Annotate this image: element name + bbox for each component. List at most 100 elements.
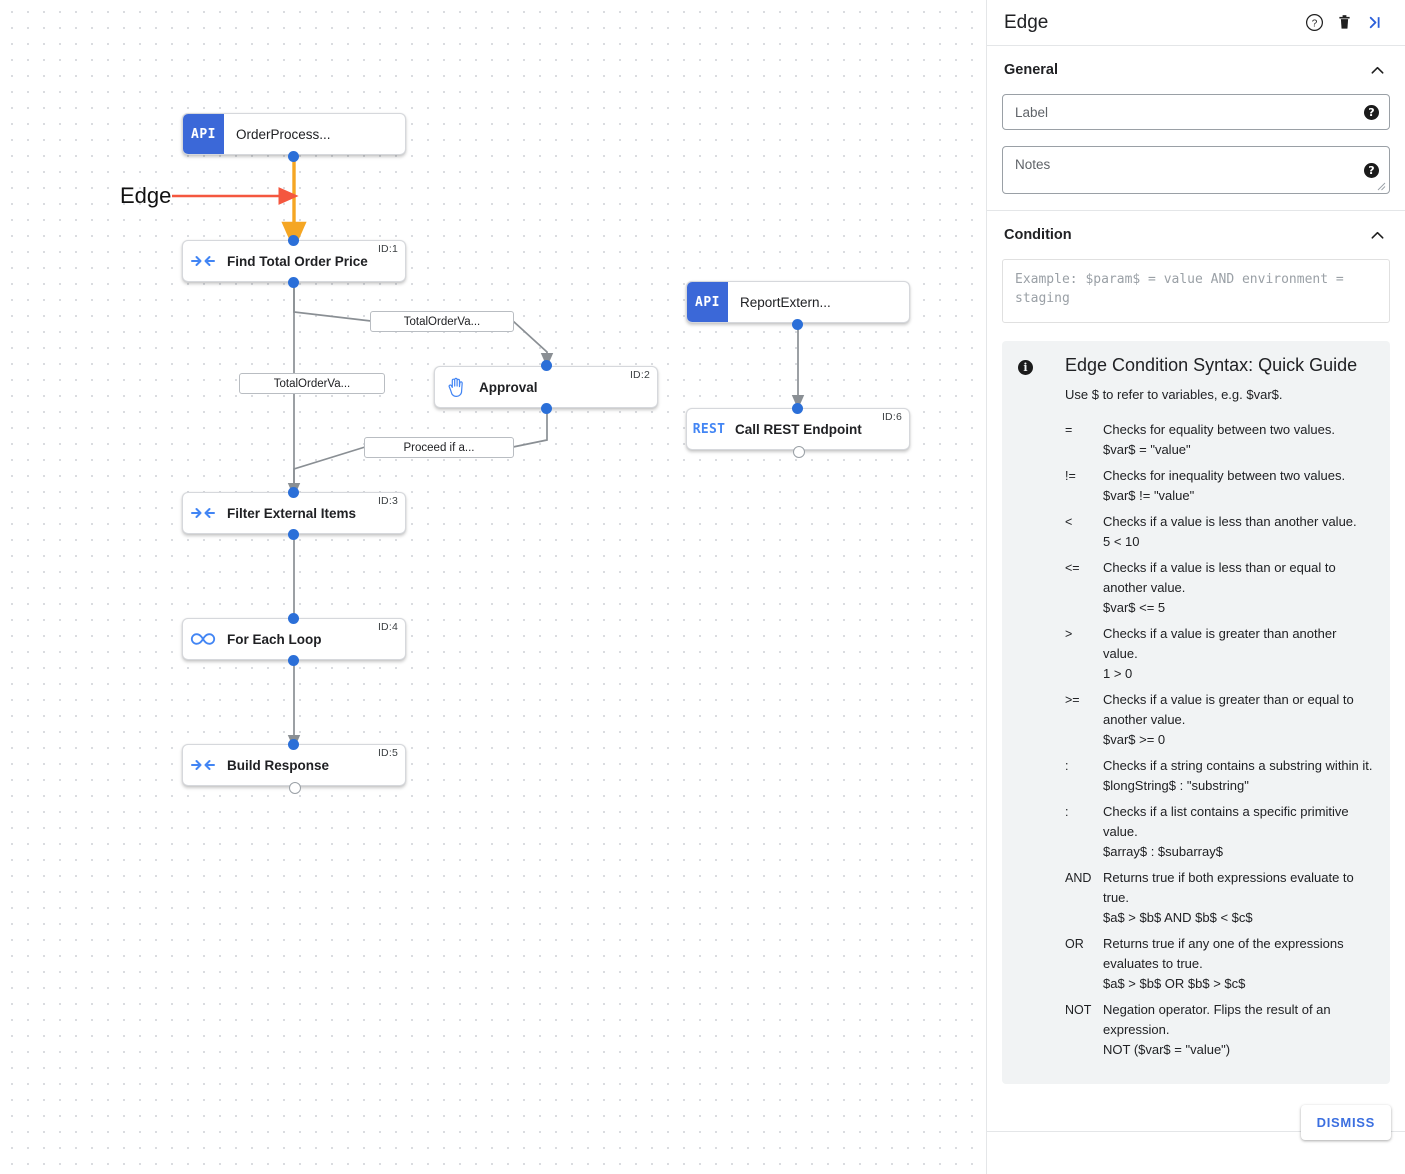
node-reportextern[interactable]: API ReportExtern... — [686, 281, 910, 323]
edge-2-to-3-a — [512, 409, 548, 448]
edge-1-to-2-a — [293, 285, 372, 322]
collapse-panel-icon[interactable] — [1359, 8, 1389, 38]
port-in-5[interactable] — [288, 739, 299, 750]
port-out-orderprocess[interactable] — [288, 151, 299, 162]
port-in-2[interactable] — [541, 360, 552, 371]
info-icon: i — [1018, 360, 1033, 375]
port-in-1[interactable] — [288, 235, 299, 246]
general-section-header[interactable]: General — [1002, 46, 1390, 94]
dismiss-button[interactable]: DISMISS — [1300, 1105, 1391, 1140]
operator-example: NOT ($var$ = "value") — [1103, 1042, 1231, 1057]
condition-input[interactable]: Example: $param$ = value AND environment… — [1002, 259, 1390, 323]
node-id-badge: ID:4 — [377, 621, 398, 633]
notes-help-icon[interactable]: ? — [1364, 163, 1379, 178]
operator-symbol: <= — [1065, 561, 1080, 575]
operator-row: =Checks for equality between two values.… — [1065, 420, 1374, 460]
api-chip-icon: API — [183, 114, 224, 154]
chevron-up-icon[interactable] — [1366, 224, 1388, 246]
node-id-badge: ID:2 — [629, 369, 650, 381]
general-section: General Label ? Notes ? — [987, 46, 1405, 194]
delete-icon[interactable] — [1329, 8, 1359, 38]
node-find-total-order-price[interactable]: Find Total Order Price ID:1 — [182, 240, 406, 282]
label-field-placeholder: Label — [1015, 104, 1049, 120]
label-help-icon[interactable]: ? — [1364, 105, 1379, 120]
node-orderprocess[interactable]: API OrderProcess... — [182, 113, 406, 155]
guide-title: Edge Condition Syntax: Quick Guide — [1065, 355, 1358, 375]
edge-properties-panel: Edge ? — [986, 0, 1405, 1174]
port-out-6[interactable] — [793, 446, 805, 458]
operator-description: Returns true if both expressions evaluat… — [1103, 868, 1374, 928]
operator-description: Checks for inequality between two values… — [1103, 466, 1374, 506]
operator-description: Checks if a string contains a substring … — [1103, 756, 1374, 796]
node-build-response[interactable]: Build Response ID:5 — [182, 744, 406, 786]
edge-label-proceed-if[interactable]: Proceed if a... — [364, 437, 514, 458]
operator-example: $var$ != "value" — [1103, 488, 1195, 503]
edge-label-to-approval[interactable]: TotalOrderVa... — [370, 311, 514, 332]
panel-footer: DISMISS — [987, 1105, 1405, 1174]
operator-symbol: != — [1065, 469, 1076, 483]
label-field[interactable]: Label ? — [1002, 94, 1390, 130]
infinity-icon — [183, 631, 223, 647]
operator-example: $array$ : $subarray$ — [1103, 844, 1223, 859]
merge-arrows-icon — [183, 253, 223, 269]
operator-example: 1 > 0 — [1103, 666, 1133, 681]
node-call-rest-endpoint[interactable]: REST Call REST Endpoint ID:6 — [686, 408, 910, 450]
operator-row: AND Returns true if both expressions eval… — [1065, 868, 1374, 928]
rest-chip-icon: REST — [692, 421, 726, 437]
operator-symbol: OR — [1065, 937, 1084, 951]
operator-row: <Checks if a value is less than another … — [1065, 512, 1374, 552]
port-in-3[interactable] — [288, 487, 299, 498]
help-icon[interactable]: ? — [1299, 8, 1329, 38]
api-chip-icon: API — [687, 282, 728, 322]
operator-row: :Checks if a list contains a specific pr… — [1065, 802, 1374, 862]
operator-list: =Checks for equality between two values.… — [1065, 420, 1374, 1060]
chevron-up-icon[interactable] — [1366, 59, 1388, 81]
merge-arrows-icon — [183, 505, 223, 521]
port-out-3[interactable] — [288, 529, 299, 540]
port-out-4[interactable] — [288, 655, 299, 666]
node-label: Find Total Order Price — [227, 253, 368, 269]
operator-symbol: : — [1065, 805, 1069, 819]
notes-field[interactable]: Notes ? — [1002, 146, 1390, 194]
guide-subtitle: Use $ to refer to variables, e.g. $var$. — [1065, 387, 1283, 402]
node-id-badge: ID:6 — [881, 411, 902, 423]
notes-resize-handle[interactable] — [1377, 182, 1387, 192]
port-in-4[interactable] — [288, 613, 299, 624]
edge-2-to-3-b — [293, 446, 366, 487]
node-label: For Each Loop — [227, 631, 322, 647]
operator-symbol: NOT — [1065, 1003, 1092, 1017]
port-out-2[interactable] — [541, 403, 552, 414]
node-for-each-loop[interactable]: For Each Loop ID:4 — [182, 618, 406, 660]
merge-arrows-icon — [183, 757, 223, 773]
svg-text:?: ? — [1311, 18, 1317, 29]
node-label: ReportExtern... — [740, 294, 831, 310]
node-label: Call REST Endpoint — [735, 421, 862, 437]
port-out-5[interactable] — [289, 782, 301, 794]
operator-example: $var$ <= 5 — [1103, 600, 1166, 615]
edge-label-to-filter[interactable]: TotalOrderVa... — [239, 373, 385, 394]
hand-icon — [435, 377, 475, 398]
operator-row: :Checks if a string contains a substring… — [1065, 756, 1374, 796]
node-filter-external-items[interactable]: Filter External Items ID:3 — [182, 492, 406, 534]
guide-icon-column: i — [1018, 355, 1065, 1066]
operator-row: >Checks if a value is greater than anoth… — [1065, 624, 1374, 684]
port-out-reportextern[interactable] — [792, 319, 803, 330]
operator-description: Negation operator. Flips the result of a… — [1103, 1000, 1374, 1060]
operator-symbol: AND — [1065, 871, 1092, 885]
port-out-1[interactable] — [288, 277, 299, 288]
edge-condition-quick-guide: i Edge Condition Syntax: Quick Guide Use… — [1002, 341, 1390, 1084]
operator-example: 5 < 10 — [1103, 534, 1140, 549]
panel-content: General Label ? Notes ? — [987, 46, 1405, 1131]
workflow-canvas[interactable]: Edge API OrderProcess... Find Total Orde… — [0, 0, 986, 1174]
operator-symbol: > — [1065, 627, 1073, 641]
edge-annotation-label: Edge — [120, 183, 172, 208]
general-title: General — [1004, 62, 1058, 78]
node-approval[interactable]: Approval ID:2 — [434, 366, 658, 408]
condition-section-header[interactable]: Condition — [1002, 211, 1390, 259]
panel-header: Edge ? — [987, 0, 1405, 46]
port-in-6[interactable] — [792, 403, 803, 414]
operator-example: $var$ = "value" — [1103, 442, 1191, 457]
condition-section: Condition Example: $param$ = value AND e… — [987, 211, 1405, 1084]
node-id-badge: ID:3 — [377, 495, 398, 507]
